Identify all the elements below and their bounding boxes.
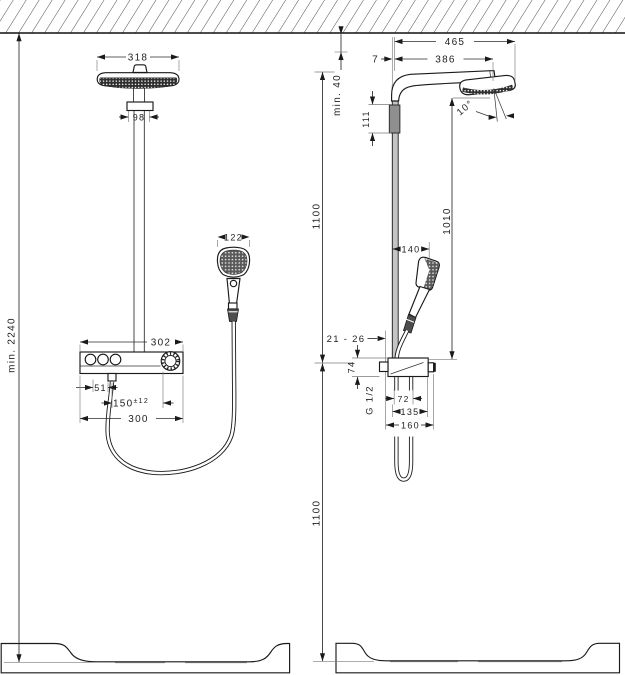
dim-7: 7 [372, 54, 379, 65]
ceiling-collar [126, 101, 154, 112]
dimension-arrows [16, 26, 515, 663]
overhead-shower-side [459, 74, 516, 96]
shelf-button-2 [97, 353, 109, 366]
shower-hose-side [394, 329, 414, 482]
spray-face-side [461, 84, 514, 95]
thermostat-front [79, 351, 184, 382]
dim-21-26: 21 - 26 [327, 334, 366, 345]
thermostat-side [378, 357, 436, 378]
dim-465: 465 [445, 37, 466, 48]
riser-pipe-front [133, 110, 145, 352]
front-view [79, 64, 251, 476]
extension-lines [4, 37, 516, 663]
shelf-button-1 [84, 353, 97, 366]
hand-shower-face [219, 249, 248, 275]
dimension-labels: 318 98 122 302 51 150±12 300 min. 2240 465 7 386 mi… [7, 37, 476, 527]
shower-hose-front [105, 321, 237, 476]
angle-indicator [475, 88, 507, 122]
dim-160: 160 [401, 420, 420, 430]
dim-angle-10: 10° [455, 98, 476, 118]
hose-connector-side [403, 313, 417, 334]
dim-140: 140 [402, 244, 421, 254]
dim-111: 111 [361, 110, 371, 128]
wall-supply-stub [427, 362, 435, 373]
hand-shower-front [216, 246, 251, 322]
head-top-knob [132, 64, 148, 74]
spray-face-front [99, 77, 178, 89]
side-view [378, 70, 516, 482]
dim-302: 302 [151, 337, 172, 348]
dim-1100-lower: 1100 [312, 500, 323, 527]
dim-150: 150±12 [113, 398, 149, 410]
dim-74: 74 [347, 361, 357, 374]
shelf-button-3 [109, 353, 122, 366]
dim-51: 51 [94, 383, 107, 393]
dim-386: 386 [435, 54, 456, 65]
wall-bracket-side [388, 104, 401, 134]
hand-shower-handle-side [408, 285, 431, 319]
ceiling-hatch [0, 0, 625, 34]
select-button [229, 279, 238, 288]
hose-outlet-front [107, 372, 117, 382]
dim-122: 122 [224, 232, 243, 242]
overhead-shower-front [96, 64, 180, 112]
dim-min-40: min. 40 [332, 74, 343, 116]
hose-connector-front [227, 308, 239, 322]
dim-1010: 1010 [442, 207, 453, 234]
dim-318: 318 [128, 52, 149, 63]
shower-tray-side [335, 642, 621, 674]
hand-shower-face-side [423, 258, 439, 290]
dim-min-2240: min. 2240 [7, 317, 18, 373]
dimension-lines [18, 33, 515, 663]
dim-98: 98 [133, 112, 146, 122]
dim-g-half: G 1/2 [365, 385, 376, 415]
dim-72: 72 [398, 394, 410, 404]
hand-shower-side [403, 256, 440, 334]
shower-arm-side [391, 70, 496, 102]
dim-300: 300 [128, 414, 149, 425]
dim-1100-upper: 1100 [312, 203, 323, 230]
dim-135: 135 [401, 407, 420, 417]
shower-tray-front [0, 642, 291, 674]
